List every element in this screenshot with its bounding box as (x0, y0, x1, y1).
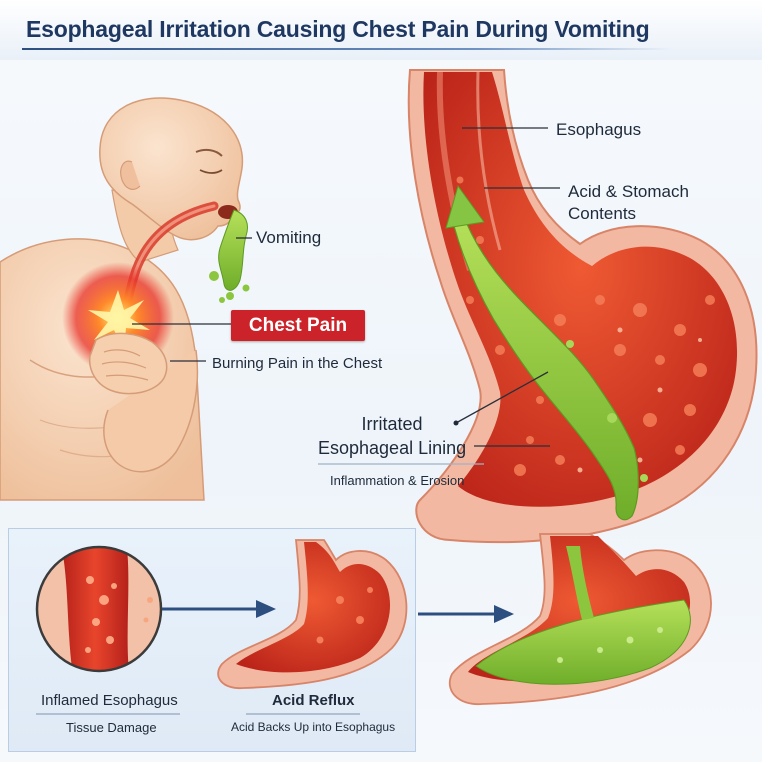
label-irritated-line1: Irritated (361, 414, 423, 434)
flow-arrows (162, 600, 514, 623)
label-burning-pain: Burning Pain in the Chest (212, 355, 383, 372)
label-acid-reflux: Acid Reflux (272, 692, 355, 709)
label-tissue-damage: Tissue Damage (66, 720, 157, 735)
label-inflammation-erosion: Inflammation & Erosion (330, 473, 465, 488)
label-acid-line2: Contents (568, 204, 637, 223)
label-acid-stomach-contents: Acid & Stomach Contents (568, 181, 689, 225)
label-esophagus: Esophagus (556, 120, 642, 139)
chest-pain-badge: Chest Pain (231, 310, 365, 341)
title-underline (22, 48, 672, 50)
label-inflamed-esophagus: Inflamed Esophagus (41, 692, 178, 709)
label-acid-line1: Acid & Stomach (568, 182, 689, 201)
label-acid-backs-up: Acid Backs Up into Esophagus (231, 720, 396, 734)
label-irritated-line2: Esophageal Lining (318, 438, 467, 458)
inflamed-esophagus-magnifier (35, 545, 163, 673)
title-bar (0, 0, 762, 60)
acid-reflux-stomach (217, 539, 408, 689)
leader-lines (132, 127, 560, 465)
page-title: Esophageal Irritation Causing Chest Pain… (26, 16, 650, 42)
vomit-stream (209, 209, 250, 303)
acid-filled-stomach (449, 533, 712, 705)
person-figure (0, 97, 244, 501)
label-irritated-lining: Irritated Esophageal Lining (318, 412, 466, 460)
label-vomiting: Vomiting (256, 228, 322, 247)
